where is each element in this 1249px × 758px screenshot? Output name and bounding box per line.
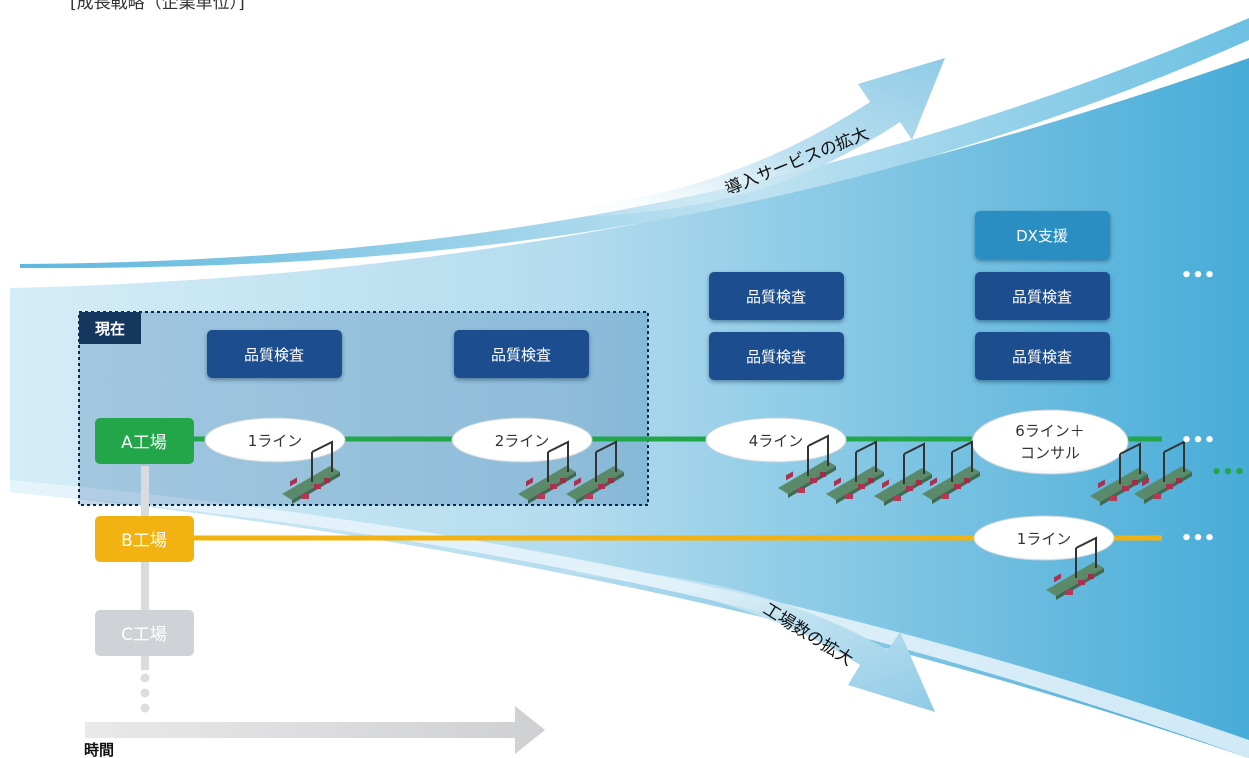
connector-dot (140, 673, 150, 683)
service-label: 品質検査 (1012, 288, 1072, 306)
growth-flow (10, 58, 1249, 758)
top-swoosh (20, 18, 1249, 269)
current-badge (79, 312, 141, 344)
line-label-a1: 1ライン (248, 432, 303, 450)
service-box-dx (975, 211, 1110, 259)
line-label-a6-1: 6ライン＋ (1015, 422, 1085, 440)
line-label-a6-2: コンサル (1020, 444, 1080, 462)
page-title: [成長戦略（企業単位）] (70, 0, 245, 13)
line-oval-a4 (705, 417, 847, 463)
line-label-b1: 1ライン (1017, 530, 1072, 548)
factory-b-badge (95, 516, 194, 562)
time-arrow (85, 706, 545, 754)
line-oval-a1 (204, 417, 346, 463)
service-label: 品質検査 (746, 288, 806, 306)
factory-a-badge (95, 418, 194, 464)
factory-c-label: C工場 (121, 625, 167, 645)
factory-c-badge (95, 610, 194, 656)
service-label: 品質検査 (746, 348, 806, 366)
time-label: 時間 (84, 741, 114, 758)
factory-a-label: A工場 (121, 433, 167, 453)
connector-dot (140, 703, 150, 713)
line-oval-b1 (973, 515, 1115, 561)
service-expansion-arrow (540, 58, 945, 218)
factory-expansion-arrow (555, 566, 935, 712)
service-label-dx: DX支援 (1016, 227, 1068, 245)
service-box-quality-3 (709, 272, 844, 320)
service-box-quality-6 (975, 332, 1110, 380)
service-label: 品質検査 (244, 346, 304, 364)
service-box-quality-2 (454, 330, 589, 378)
line-oval-a2 (451, 417, 593, 463)
ellipsis-services: ••• (1181, 265, 1216, 286)
line-label-a4: 4ライン (749, 432, 804, 450)
current-label: 現在 (95, 320, 125, 338)
service-label: 品質検査 (1012, 348, 1072, 366)
factory-b-label: B工場 (121, 531, 167, 551)
service-box-quality-1 (207, 330, 342, 378)
service-label: 品質検査 (491, 346, 551, 364)
line-oval-a6 (971, 409, 1129, 475)
service-box-quality-5 (975, 272, 1110, 320)
line-label-a2: 2ライン (495, 432, 550, 450)
ellipsis-b-line: ••• (1181, 528, 1216, 549)
connector-dot (140, 688, 150, 698)
ellipsis-a-conveyor: ••• (1211, 462, 1246, 483)
ellipsis-a-line: ••• (1181, 430, 1216, 451)
service-box-quality-4 (709, 332, 844, 380)
